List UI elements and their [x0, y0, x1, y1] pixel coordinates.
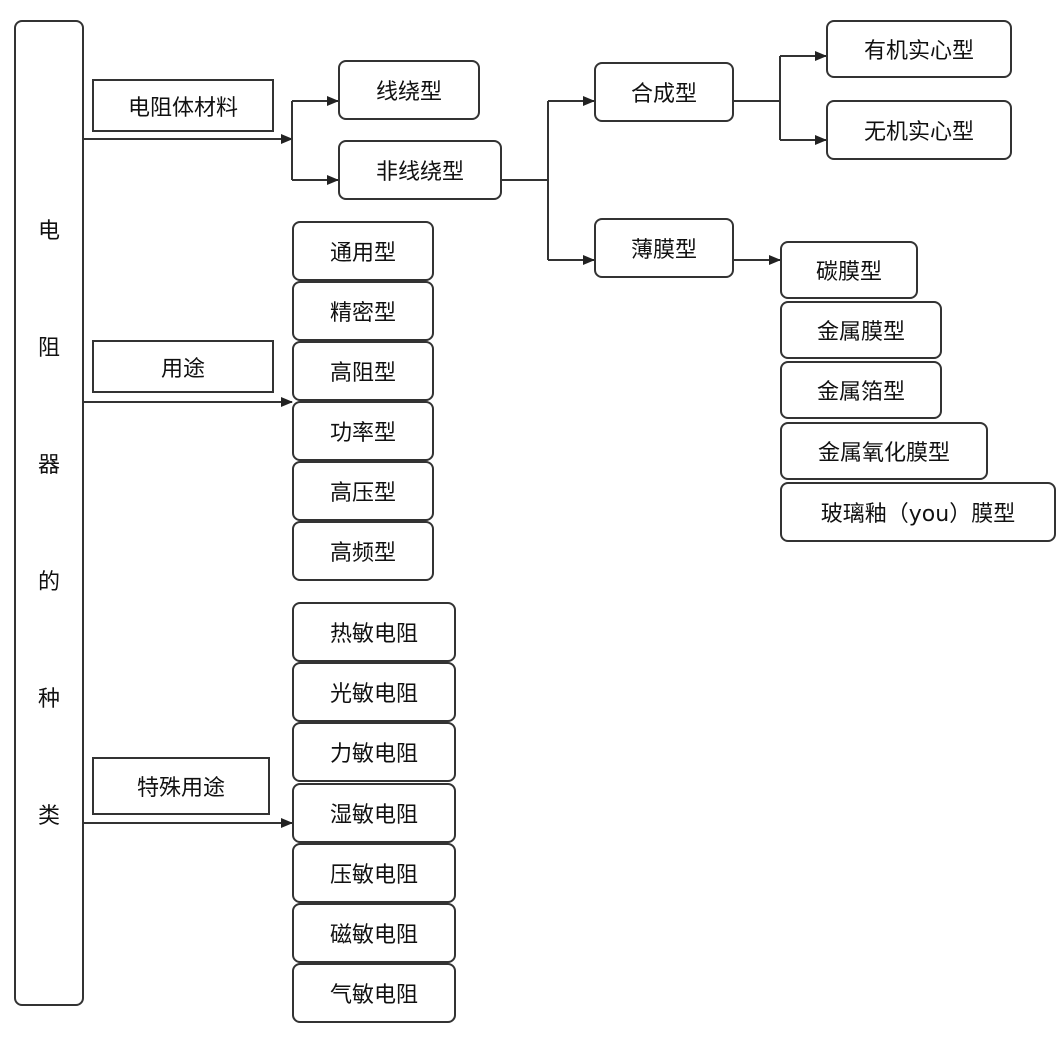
node-metal-oxide-film: 金属氧化膜型 — [780, 422, 988, 480]
node-organic-solid: 有机实心型 — [826, 20, 1012, 78]
root-char: 电 — [37, 219, 60, 244]
usage-item: 功率型 — [292, 401, 434, 461]
node-non-wirewound: 非线绕型 — [338, 140, 502, 200]
root-char: 阻 — [37, 336, 60, 361]
branch-label-material: 电阻体材料 — [92, 79, 274, 132]
branch-label-usage: 用途 — [92, 340, 274, 393]
usage-item: 高压型 — [292, 461, 434, 521]
special-item: 光敏电阻 — [292, 662, 456, 722]
node-inorganic-solid: 无机实心型 — [826, 100, 1012, 160]
node-wirewound: 线绕型 — [338, 60, 480, 120]
branch-label-special: 特殊用途 — [92, 757, 270, 815]
root-resistor-types: 电 阻 器 的 种 类 — [14, 20, 84, 1006]
special-item: 热敏电阻 — [292, 602, 456, 662]
special-item: 力敏电阻 — [292, 722, 456, 782]
node-metal-foil: 金属箔型 — [780, 361, 942, 419]
usage-item: 高阻型 — [292, 341, 434, 401]
special-item: 压敏电阻 — [292, 843, 456, 903]
special-item: 磁敏电阻 — [292, 903, 456, 963]
root-char: 的 — [37, 570, 60, 595]
special-item: 气敏电阻 — [292, 963, 456, 1023]
node-glass-glaze-film: 玻璃釉（you）膜型 — [780, 482, 1056, 542]
node-thin-film: 薄膜型 — [594, 218, 734, 278]
root-char: 器 — [37, 453, 60, 478]
usage-item: 高频型 — [292, 521, 434, 581]
special-item: 湿敏电阻 — [292, 783, 456, 843]
node-carbon-film: 碳膜型 — [780, 241, 918, 299]
node-synthetic: 合成型 — [594, 62, 734, 122]
root-char: 类 — [37, 804, 60, 829]
usage-item: 精密型 — [292, 281, 434, 341]
usage-item: 通用型 — [292, 221, 434, 281]
root-char: 种 — [37, 687, 60, 712]
node-metal-film: 金属膜型 — [780, 301, 942, 359]
